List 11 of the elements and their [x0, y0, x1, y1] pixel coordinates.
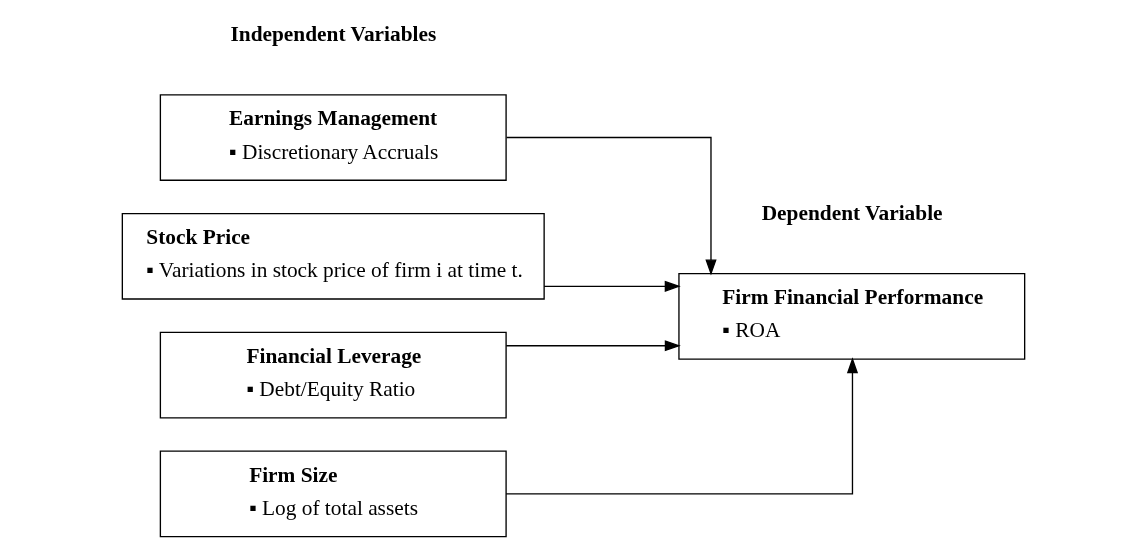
node-box: Firm Size ▪ Log of total assets [159, 450, 507, 538]
arrow [504, 357, 858, 495]
arrow [505, 136, 717, 276]
arrow [505, 340, 681, 352]
label: Dependent Variable [761, 201, 943, 226]
node-box: Financial Leverage ▪ Debt/Equity Ratio [159, 331, 507, 419]
label: Independent Variables [229, 22, 436, 47]
arrow [543, 280, 681, 292]
node-box: Stock Price ▪ Variations in stock price of firm i at time t. [121, 212, 545, 300]
node-box: Earnings Management ▪ Discretionary Accruals [159, 94, 507, 181]
node-box: Firm Financial Performance ▪ ROA [677, 273, 1025, 360]
